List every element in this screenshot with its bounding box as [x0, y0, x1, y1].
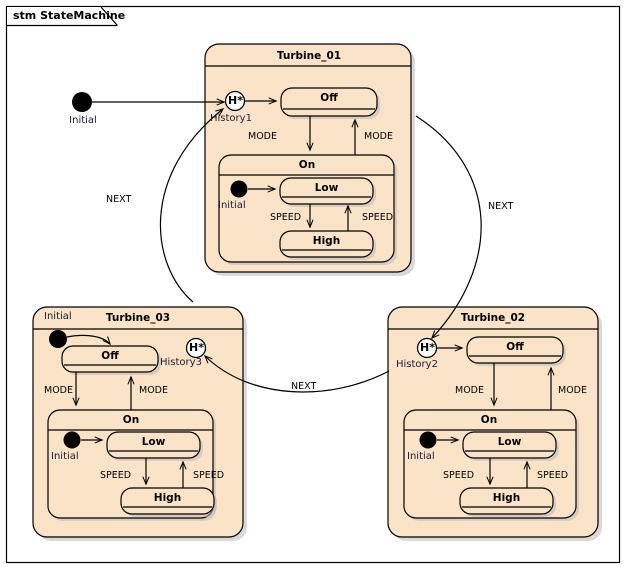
composite-state-on-turbine-02[interactable] [403, 409, 579, 521]
state-high-turbine-03[interactable] [120, 487, 217, 517]
transition-next-turbine01-to-history2[interactable] [415, 115, 482, 340]
state-low-turbine-02[interactable] [462, 431, 559, 461]
state-high-turbine-01[interactable] [279, 230, 376, 260]
initial-pseudostate-turbine-02-on[interactable] [419, 431, 460, 449]
history-pseudostate-history3[interactable] [185, 337, 207, 359]
initial-pseudostate-turbine-01-on[interactable] [230, 180, 277, 198]
composite-state-turbine-02[interactable] [387, 306, 602, 541]
transition-next-turbine03-to-history1[interactable] [159, 108, 225, 303]
state-low-turbine-01[interactable] [279, 177, 376, 207]
composite-state-on-turbine-01[interactable] [218, 154, 397, 265]
initial-pseudostate-turbine-03-on[interactable] [63, 431, 104, 449]
initial-pseudostate-top[interactable] [72, 92, 226, 112]
initial-pseudostate-turbine-03[interactable] [49, 330, 111, 348]
state-off-turbine-02[interactable] [466, 336, 566, 366]
state-off-turbine-01[interactable] [280, 87, 380, 119]
history-pseudostate-history2[interactable] [416, 337, 464, 359]
transition-next-turbine02-to-history3[interactable] [203, 354, 390, 393]
state-high-turbine-02[interactable] [459, 487, 556, 517]
state-low-turbine-03[interactable] [106, 431, 203, 461]
composite-state-turbine-01[interactable] [204, 43, 415, 276]
composite-state-on-turbine-03[interactable] [47, 409, 217, 521]
state-off-turbine-03[interactable] [61, 345, 161, 375]
composite-state-turbine-03[interactable] [32, 306, 247, 541]
